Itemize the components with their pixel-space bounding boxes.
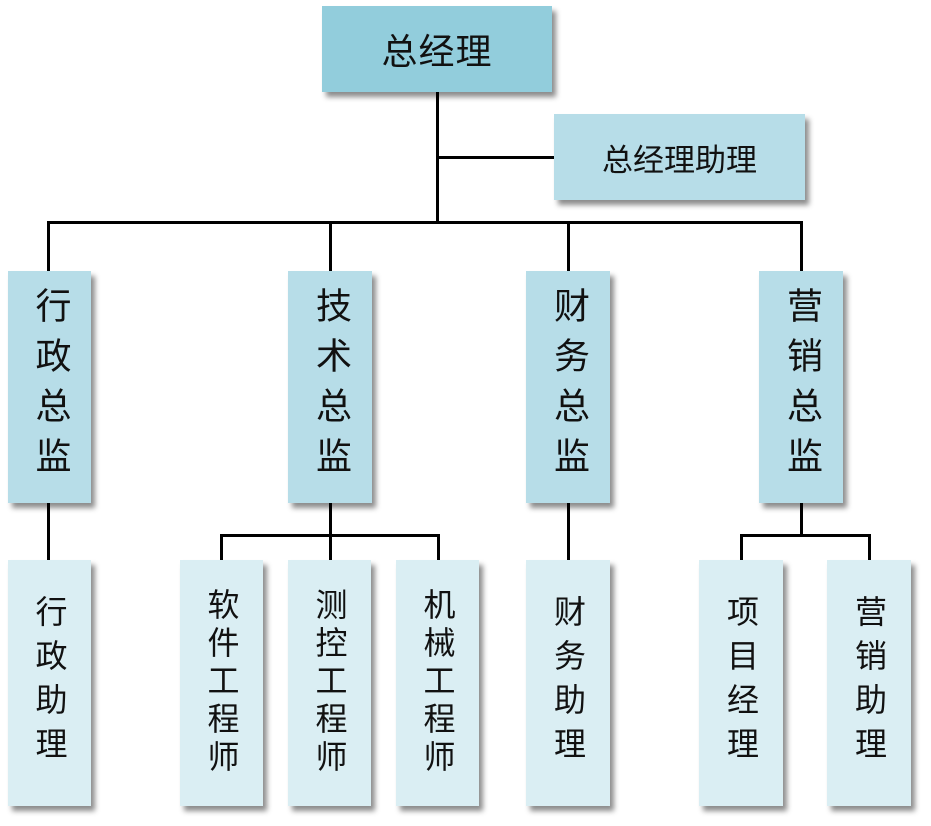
connector-finance-sub <box>567 503 570 560</box>
connector-main-bar <box>47 221 803 224</box>
node-label: 项目经理 <box>722 595 760 771</box>
node-marketing-director: 营销总监 <box>759 271 843 503</box>
connector-admin-sub <box>47 503 50 560</box>
connector-mech <box>437 534 440 560</box>
node-admin-assistant: 行政助理 <box>8 560 91 806</box>
connector-marketing-bar <box>740 534 871 537</box>
node-label: 机械工程师 <box>418 588 457 778</box>
node-label: 营销助理 <box>850 595 888 771</box>
node-mech-engineer: 机械工程师 <box>396 560 479 806</box>
connector-marketing-sub <box>800 503 803 536</box>
connector-mkt-assist <box>868 534 871 560</box>
node-label: 行政总监 <box>29 287 71 487</box>
node-admin-director: 行政总监 <box>8 271 91 503</box>
node-label: 财务助理 <box>549 595 587 771</box>
connector-finance <box>567 221 570 271</box>
node-finance-assistant: 财务助理 <box>526 560 610 806</box>
connector-admin <box>47 221 50 271</box>
node-label: 总经理 <box>381 32 493 73</box>
node-mc-engineer: 测控工程师 <box>288 560 371 806</box>
node-gm-assistant: 总经理助理 <box>554 114 805 200</box>
node-tech-director: 技术总监 <box>288 271 372 503</box>
connector-marketing <box>800 221 803 271</box>
connector-tech-sub <box>329 503 332 536</box>
node-label: 行政助理 <box>30 595 69 771</box>
node-label: 测控工程师 <box>310 588 349 778</box>
connector-mc <box>329 534 332 560</box>
node-label: 软件工程师 <box>202 588 241 778</box>
connector-software <box>220 534 223 560</box>
node-label: 营销总监 <box>781 287 822 487</box>
connector-assistant <box>437 156 554 159</box>
node-label: 技术总监 <box>310 287 351 487</box>
node-marketing-assistant: 营销助理 <box>827 560 911 806</box>
node-finance-director: 财务总监 <box>526 271 610 503</box>
node-project-manager: 项目经理 <box>699 560 783 806</box>
node-software-engineer: 软件工程师 <box>180 560 263 806</box>
node-label: 总经理助理 <box>602 142 757 179</box>
connector-project <box>740 534 743 560</box>
connector-tech <box>329 221 332 271</box>
node-label: 财务总监 <box>548 287 589 487</box>
node-general-manager: 总经理 <box>322 6 552 92</box>
